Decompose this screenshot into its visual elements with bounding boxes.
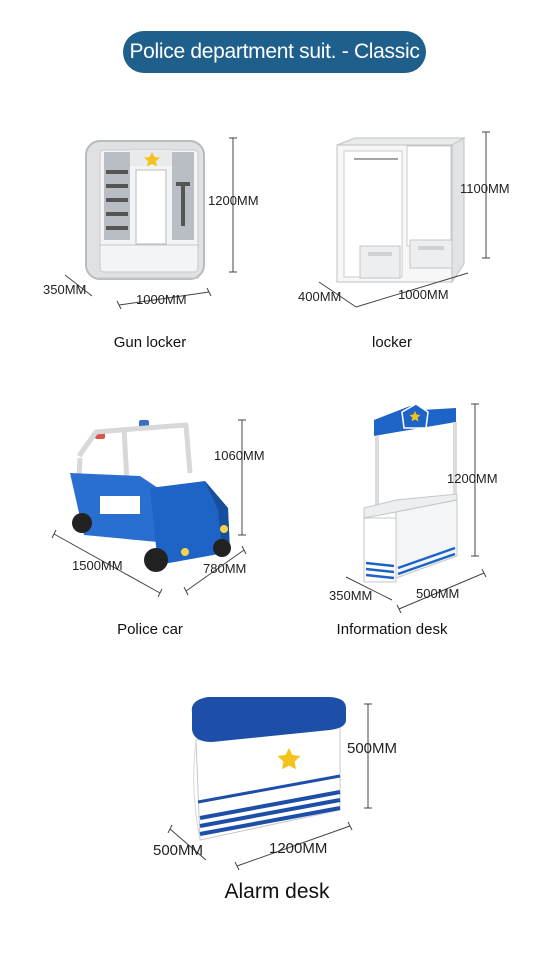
police-car-label: Police car [117, 621, 183, 638]
information-desk-label: Information desk [336, 621, 448, 638]
information-desk-height: 1200MM [447, 471, 498, 486]
locker-image [336, 137, 466, 284]
gun-locker-height: 1200MM [208, 193, 259, 208]
locker-width: 1000MM [398, 287, 449, 302]
locker-depth: 400MM [298, 289, 342, 304]
information-desk-depth: 350MM [329, 588, 373, 603]
police-car-width: 780MM [203, 561, 247, 576]
page-title: Police department suit. - Classic [123, 31, 426, 73]
information-desk-width: 500MM [416, 586, 460, 601]
gun-locker-depth: 350MM [43, 282, 87, 297]
locker-height: 1100MM [460, 181, 510, 196]
police-car-height: 1060MM [214, 448, 265, 463]
gun-locker-width: 1000MM [136, 292, 187, 307]
police-car-length: 1500MM [72, 558, 123, 573]
gun-locker-image [85, 140, 205, 280]
information-desk-image [363, 403, 458, 583]
dimension-lines [51, 131, 490, 871]
gun-locker-label: Gun locker [113, 334, 187, 351]
alarm-desk-image [191, 697, 346, 841]
police-car-image [70, 420, 231, 572]
alarm-desk-height: 500MM [347, 740, 398, 757]
locker-label: locker [371, 334, 413, 351]
alarm-desk-width: 1200MM [269, 840, 328, 857]
alarm-desk-label: Alarm desk [224, 880, 330, 903]
alarm-desk-depth: 500MM [153, 842, 204, 859]
